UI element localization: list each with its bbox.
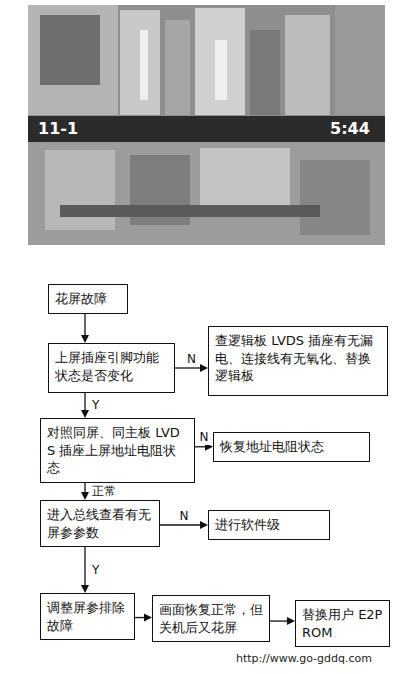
arrow-head: [287, 617, 295, 625]
process-box: 恢复地址电阻状态: [213, 432, 370, 462]
watermark: http://www.go-gddq.com: [236, 652, 372, 665]
box-text: 进行软件级: [215, 516, 323, 534]
arrow-head: [81, 585, 89, 593]
box-text: 对照同屏、同主板 LVDS 插座上屏地址电阻状态: [47, 424, 188, 477]
process-box: 花屏故障: [48, 284, 128, 314]
box-text: 花屏故障: [55, 290, 121, 308]
flow-arrow: [81, 547, 89, 593]
process-box: 查逻辑板 LVDS 插座有无漏电、连接线有无氧化、替换逻辑板: [208, 326, 388, 396]
screen-text: 11-1: [38, 119, 78, 138]
arrow-head: [81, 410, 89, 418]
box-text: 调整屏参排除故障: [47, 599, 128, 634]
edge-label: 正常: [90, 484, 118, 498]
process-box: 替换用户 E2PROM: [295, 600, 390, 647]
screen-text: 5:44: [330, 119, 370, 138]
box-text: 恢复地址电阻状态: [220, 438, 363, 456]
box-text: 画面恢复正常，但关机后又花屏: [159, 601, 263, 636]
arrow-head: [200, 521, 208, 529]
arrow-head: [144, 614, 152, 622]
box-text: 进入总线查看有无屏参参数: [47, 506, 153, 541]
edge-label: N: [185, 352, 198, 366]
arrow-head: [81, 492, 89, 500]
process-box: 对照同屏、同主板 LVDS 插座上屏地址电阻状态: [40, 418, 195, 483]
edge-label: Y: [90, 563, 101, 577]
edge-label: Y: [90, 398, 101, 412]
flow-arrow: [81, 393, 89, 418]
process-box: 进入总线查看有无屏参参数: [40, 500, 160, 547]
process-box: 上屏插座引脚功能状态是否变化: [48, 343, 175, 393]
process-box: 调整屏参排除故障: [40, 593, 135, 640]
flow-arrow: [135, 614, 152, 622]
flow-arrow: [81, 483, 89, 500]
arrow-head: [81, 335, 89, 343]
edge-label: N: [178, 509, 191, 523]
flow-arrow: [81, 314, 89, 343]
box-text: 上屏插座引脚功能状态是否变化: [55, 349, 168, 384]
process-box: 画面恢复正常，但关机后又花屏: [152, 595, 270, 642]
process-box: 进行软件级: [208, 510, 330, 540]
box-text: 查逻辑板 LVDS 插座有无漏电、连接线有无氧化、替换逻辑板: [215, 332, 381, 385]
arrow-head: [200, 364, 208, 372]
edge-label: N: [198, 430, 211, 444]
box-text: 替换用户 E2PROM: [302, 606, 383, 641]
flow-arrow: [270, 617, 295, 625]
